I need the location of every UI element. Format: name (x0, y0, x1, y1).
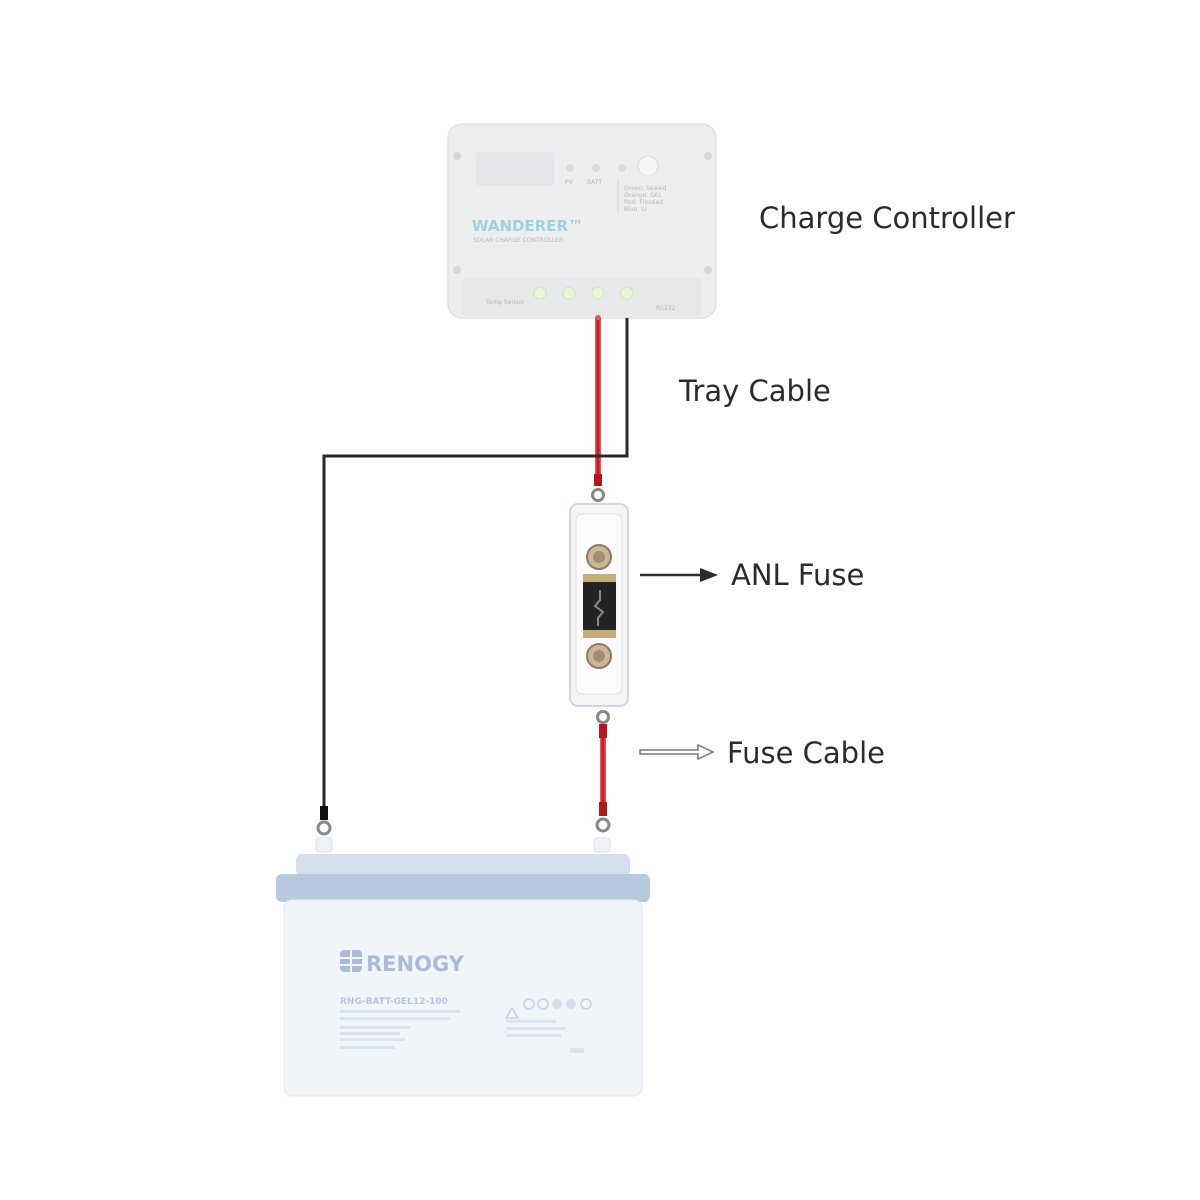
battery-type-legend-2: Orange: GEL (624, 192, 663, 199)
safety-symbol-5-icon (580, 998, 592, 1010)
positive-ring-terminal-icon (595, 817, 611, 833)
battery-type-legend-3: Red: Flooded (624, 199, 663, 206)
battery-type-legend-1: Green: Sealed (624, 185, 667, 192)
batt-led-icon (592, 164, 600, 172)
charge-controller: PV BATT Green: Sealed Orange: GEL Red: F… (447, 123, 717, 319)
anl-fuse-pointer (640, 568, 718, 582)
safety-symbol-1-icon (523, 998, 535, 1010)
fuse-bottom-stud-icon (593, 650, 605, 662)
batt-led-label: BATT (587, 179, 602, 186)
terminal-pv-positive-icon (533, 286, 547, 300)
safety-symbol-4-icon (566, 999, 576, 1009)
controller-brand: WANDERER™ (472, 217, 583, 235)
rs232-label: RS232 (656, 305, 676, 312)
type-led-icon (618, 164, 626, 172)
anl-fuse-label: ANL Fuse (731, 558, 864, 592)
negative-ring-terminal-icon (316, 820, 332, 836)
temp-sensor-label: Temp Sensor (485, 299, 525, 306)
safety-symbol-3-icon (552, 999, 562, 1009)
battery: RENOGY RNG-BATT-GEL12-100 (276, 837, 650, 1097)
mode-button-icon (637, 155, 659, 177)
battery-model: RNG-BATT-GEL12-100 (340, 997, 448, 1007)
fuse-cable-pointer (639, 743, 715, 761)
terminal-batt-negative-icon (620, 286, 634, 300)
pv-led-label: PV (565, 179, 574, 186)
battery-brand: RENOGY (366, 952, 465, 976)
solid-arrow-icon (700, 568, 718, 582)
fuse-cable-label: Fuse Cable (727, 736, 885, 770)
charge-controller-label: Charge Controller (759, 201, 1015, 235)
safety-symbol-2-icon (537, 998, 549, 1010)
outline-arrow-icon (639, 743, 715, 761)
fuse-input-ring-icon (591, 488, 605, 502)
fuse-element-icon (593, 590, 605, 626)
tray-cable (316, 315, 629, 836)
terminal-batt-positive-icon (591, 286, 605, 300)
fuse-output-ring-icon (596, 710, 610, 724)
terminal-pv-negative-icon (562, 286, 576, 300)
controller-subtitle: SOLAR CHARGE CONTROLLER (473, 237, 563, 244)
warning-symbol-icon (504, 1006, 520, 1019)
tray-cable-label: Tray Cable (678, 374, 831, 408)
fuse-top-stud-icon (593, 551, 605, 563)
renogy-logo-icon (340, 950, 362, 972)
battery-type-legend-4: Blue: Li (624, 206, 647, 213)
fuse-cable (595, 710, 611, 833)
pv-led-icon (566, 164, 574, 172)
anl-fuse (569, 503, 629, 707)
